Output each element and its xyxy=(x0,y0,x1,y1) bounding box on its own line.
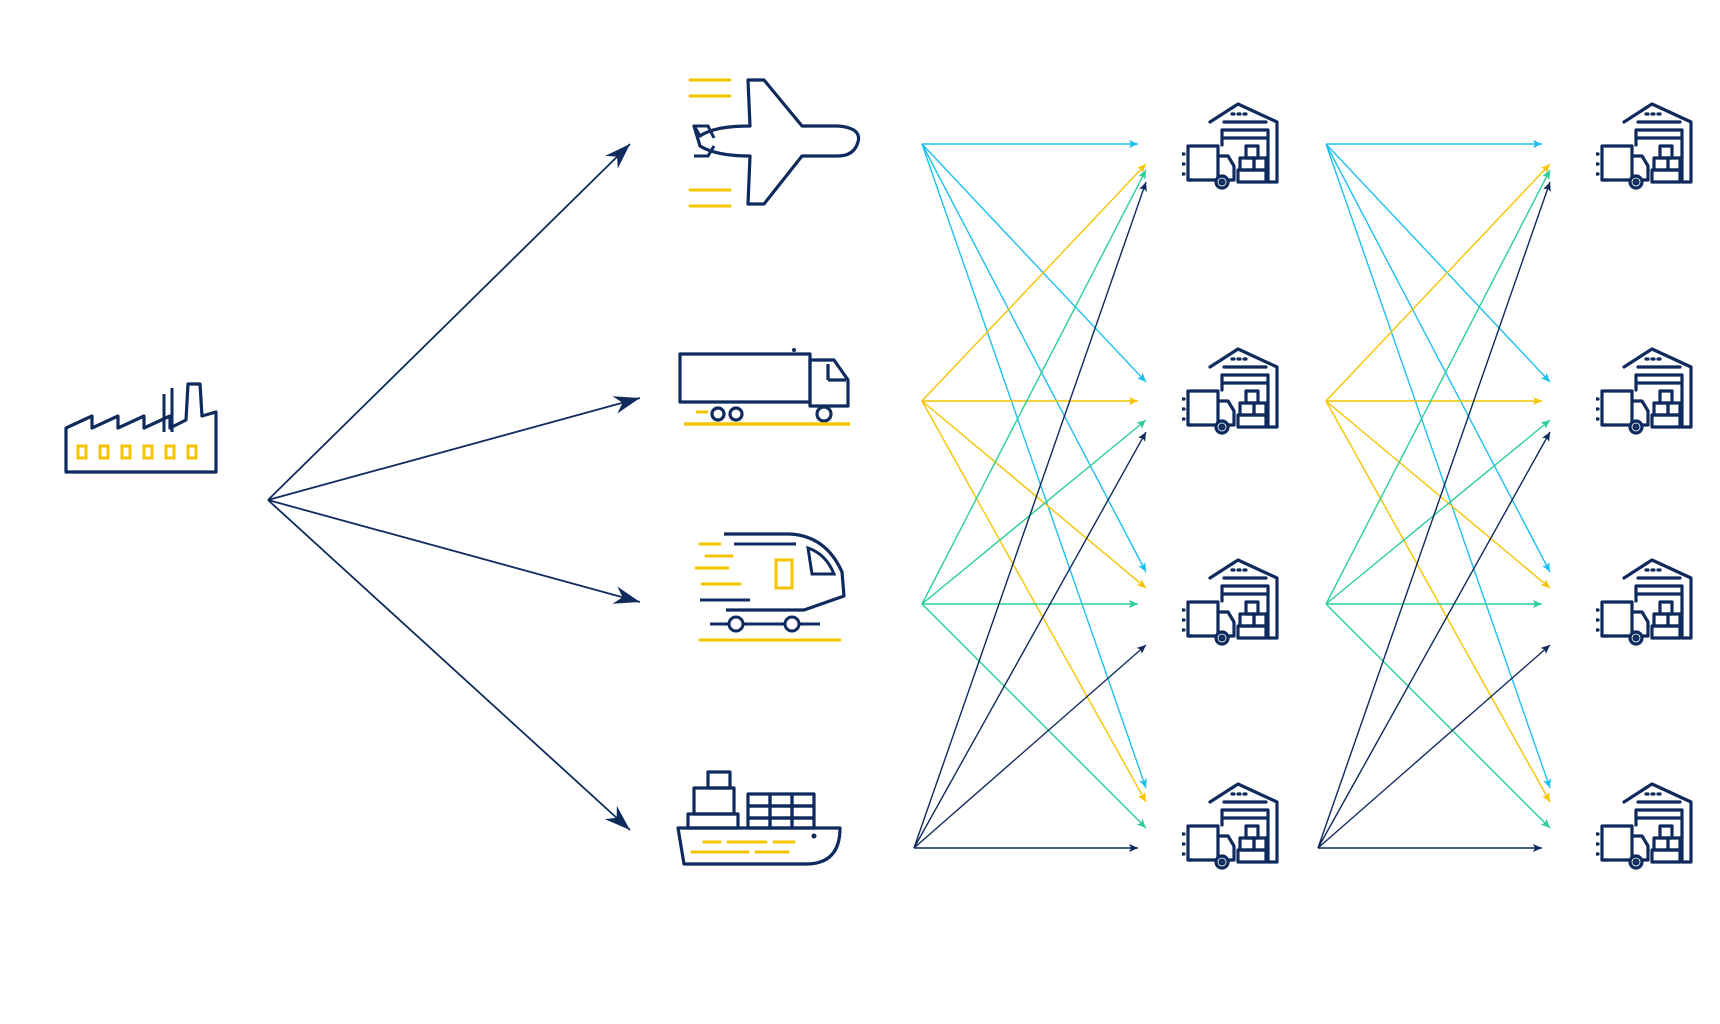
flow-arrow xyxy=(914,844,1138,852)
flow-arrow xyxy=(1325,163,1551,402)
flow-arrow xyxy=(1317,644,1551,849)
flow-arrow xyxy=(922,140,1138,148)
flow-arrow xyxy=(1325,603,1551,829)
factory-icon xyxy=(64,382,218,474)
flow-arrow xyxy=(1325,400,1551,803)
flow-arrow xyxy=(1325,400,1551,589)
warehouse-icon xyxy=(1596,558,1693,646)
flow-arrow xyxy=(921,163,1147,402)
flow-arrow xyxy=(267,396,641,501)
flow-arrow xyxy=(1325,143,1551,573)
ship-icon xyxy=(676,770,842,866)
flow-arrow xyxy=(1317,181,1551,849)
flow-arrow xyxy=(1325,169,1551,605)
flow-arrow xyxy=(921,143,1147,789)
flow-arrow xyxy=(1326,140,1542,148)
flow-arrow xyxy=(921,169,1147,605)
flow-arrow xyxy=(921,400,1147,803)
flow-arrow xyxy=(922,600,1138,608)
warehouse-icon xyxy=(1596,347,1693,435)
flow-arrow xyxy=(1326,397,1542,405)
flow-arrow xyxy=(1325,419,1551,605)
warehouse-icon xyxy=(1596,782,1693,870)
flow-arrow xyxy=(921,143,1147,383)
warehouse-icon xyxy=(1182,102,1279,190)
flow-arrow xyxy=(913,431,1147,849)
flow-arrow xyxy=(1325,143,1551,383)
warehouse-icon xyxy=(1182,558,1279,646)
flow-arrow xyxy=(921,400,1147,589)
flow-arrow xyxy=(913,644,1147,849)
warehouse-icon xyxy=(1182,782,1279,870)
flow-arrows xyxy=(267,140,1551,852)
flow-arrow xyxy=(921,603,1147,829)
flow-arrow xyxy=(267,499,641,604)
flow-arrow xyxy=(267,499,631,831)
flow-arrow xyxy=(1325,143,1551,789)
flow-arrow xyxy=(1318,844,1542,852)
flow-arrow xyxy=(913,181,1147,849)
truck-icon xyxy=(678,348,850,426)
flow-arrow xyxy=(1326,600,1542,608)
train-icon xyxy=(694,532,846,642)
airplane-icon xyxy=(688,78,861,208)
flow-arrow xyxy=(267,143,631,501)
flow-arrow xyxy=(921,143,1147,573)
flow-arrow xyxy=(922,397,1138,405)
flow-arrow xyxy=(921,419,1147,605)
warehouse-icon xyxy=(1596,102,1693,190)
flow-arrow xyxy=(1317,431,1551,849)
warehouse-icon xyxy=(1182,347,1279,435)
